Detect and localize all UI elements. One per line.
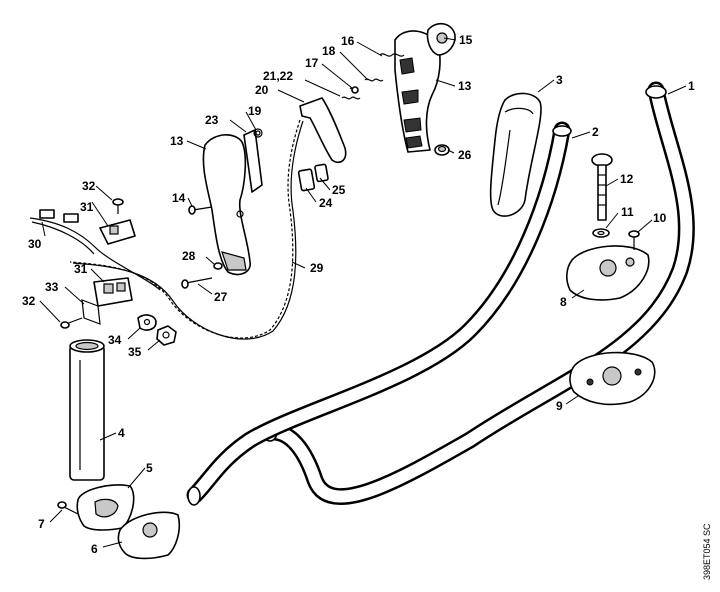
label-8: 8 <box>560 295 567 309</box>
spring-21-22 <box>341 96 361 100</box>
screw-32-top <box>112 198 124 214</box>
label-20: 20 <box>255 83 269 97</box>
bracket-33 <box>81 299 101 325</box>
label-30: 30 <box>28 237 42 251</box>
label-9: 9 <box>556 399 563 413</box>
screw-17 <box>349 86 359 94</box>
label-35: 35 <box>128 345 142 359</box>
label-25: 25 <box>332 183 346 197</box>
label-14: 14 <box>172 191 186 205</box>
label-13-right: 13 <box>458 79 472 93</box>
label-28: 28 <box>182 249 196 263</box>
clamp-8 <box>566 245 650 301</box>
label-32-bottom: 32 <box>22 294 36 308</box>
label-13-left: 13 <box>170 134 184 148</box>
label-19: 19 <box>248 104 262 118</box>
label-31-top: 31 <box>80 200 94 214</box>
trigger-20 <box>299 97 347 164</box>
screw-14 <box>188 205 213 215</box>
label-10: 10 <box>653 211 667 225</box>
switch-part-31-top <box>99 219 136 245</box>
washer-11 <box>592 228 610 238</box>
label-31-bottom: 31 <box>74 262 88 276</box>
label-27: 27 <box>214 290 228 304</box>
torsion-spring-19 <box>253 128 263 138</box>
label-18: 18 <box>322 44 336 58</box>
label-23: 23 <box>205 113 219 127</box>
label-3: 3 <box>556 73 563 87</box>
label-21-22: 21,22 <box>263 69 293 83</box>
screw-10 <box>628 230 640 250</box>
label-12: 12 <box>620 172 634 186</box>
switch-15 <box>426 22 456 56</box>
slide-24 <box>297 168 316 192</box>
screw-7 <box>57 501 79 515</box>
label-33: 33 <box>45 280 59 294</box>
tube-4 <box>69 339 105 481</box>
spacer-28 <box>213 262 223 270</box>
clamp-9 <box>569 351 656 406</box>
label-7: 7 <box>38 517 45 531</box>
part-number-labels: 1 2 3 4 5 6 7 8 9 10 11 12 13 13 14 15 1… <box>22 33 695 556</box>
label-29: 29 <box>310 261 324 275</box>
label-6: 6 <box>91 542 98 556</box>
spring-16 <box>379 53 405 57</box>
label-5: 5 <box>146 461 153 475</box>
switch-part-31-bottom <box>93 277 133 307</box>
clamp-6 <box>117 511 181 560</box>
grip-3 <box>489 92 542 217</box>
wire-harness-30 <box>29 209 161 291</box>
screw-12 <box>591 153 613 221</box>
screw-32-bottom <box>60 317 83 329</box>
label-11: 11 <box>621 205 634 219</box>
label-1: 1 <box>688 79 695 93</box>
label-16: 16 <box>341 34 355 48</box>
leader-lines <box>39 37 687 548</box>
control-handle-half-13-right <box>394 30 441 153</box>
interlock-lever-23 <box>243 129 263 193</box>
clamp-5 <box>76 484 135 531</box>
label-26: 26 <box>458 148 472 162</box>
nut-35 <box>156 325 177 346</box>
handlebar-tube-2 <box>186 121 572 506</box>
label-4: 4 <box>118 426 125 440</box>
label-2: 2 <box>592 125 599 139</box>
control-handle-half-13-left <box>202 134 251 276</box>
label-32-top: 32 <box>82 179 96 193</box>
cable-lug-34 <box>137 314 157 331</box>
label-24: 24 <box>319 196 333 210</box>
drawing-code: 398ET054 SC <box>702 523 712 580</box>
label-17: 17 <box>305 56 319 70</box>
screw-27 <box>181 277 213 289</box>
cable-29 <box>69 119 304 340</box>
plug-26 <box>434 144 450 156</box>
label-34: 34 <box>108 333 122 347</box>
label-15: 15 <box>459 33 473 47</box>
